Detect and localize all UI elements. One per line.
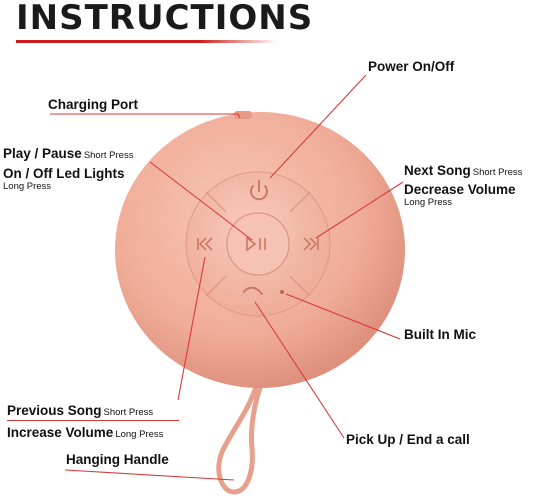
label-hanging-handle: Hanging Handle [66,452,169,467]
label-pick-up: Pick Up / End a call [346,432,470,447]
phone-icon [243,286,263,295]
next-icon [303,237,319,251]
leader-built-in-mic [285,293,401,340]
leader-charging-port [50,113,241,119]
play-pause-icon [246,236,266,252]
previous-icon [197,237,213,251]
leader-hanging-handle [64,469,235,481]
label-power: Power On/Off [368,59,455,74]
hanging-handle-strap [216,377,265,495]
power-icon [250,180,268,201]
leader-next-song [315,181,404,239]
leader-play-pause [149,161,253,241]
previous-song-underline [7,420,179,421]
mic-hole [280,290,284,294]
leader-pick-up [254,301,345,439]
title-underline [16,40,278,43]
label-decrease-volume: Decrease Volume Long Press [404,182,516,208]
leader-power [269,74,367,179]
charging-port-cover [234,111,252,119]
center-button [226,212,290,276]
label-charging-port: Charging Port [48,97,138,112]
label-built-in-mic: Built In Mic [404,327,476,342]
leader-previous-song [177,256,206,401]
label-led-lights: On / Off Led Lights Long Press [3,166,125,192]
page-title: INSTRUCTIONS [16,0,314,38]
